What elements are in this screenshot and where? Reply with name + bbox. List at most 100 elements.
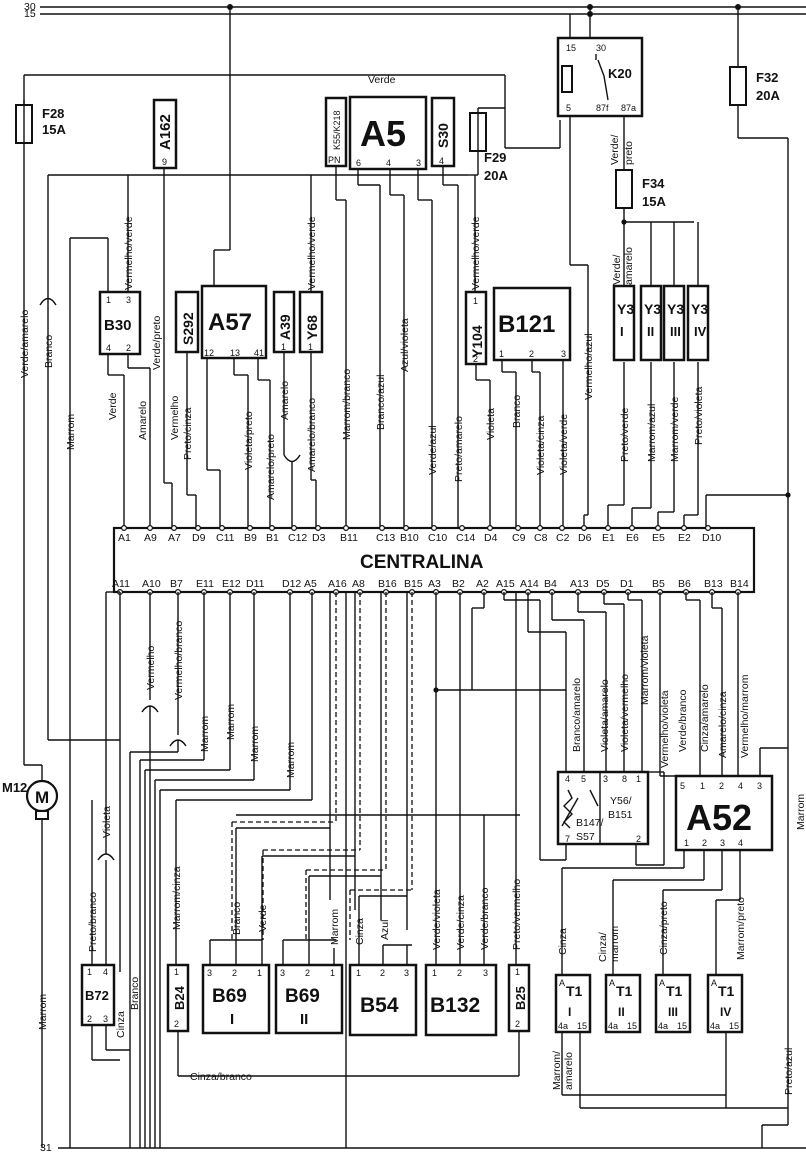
ecu-pin-D3 — [315, 524, 322, 531]
svg-text:87a: 87a — [621, 103, 636, 113]
ecu-pin-E5 — [654, 524, 661, 531]
svg-text:Violeta/amarelo: Violeta/amarelo — [599, 679, 611, 752]
svg-text:2: 2 — [174, 1019, 179, 1029]
ecu-pin-label-B9: B9 — [244, 532, 257, 544]
relay-k20: K20 15 30 5 87f 87a — [556, 36, 644, 118]
svg-text:Preto/azul: Preto/azul — [783, 1048, 795, 1095]
svg-text:Verde/: Verde/ — [609, 135, 621, 165]
svg-text:Marrom: Marrom — [329, 909, 341, 945]
svg-text:3: 3 — [561, 349, 566, 359]
svg-text:3: 3 — [603, 774, 608, 784]
ecu-pin-A7 — [171, 524, 178, 531]
coil-t1-I — [554, 973, 592, 1034]
ecu-pin-C8 — [536, 524, 543, 531]
fuse-f32: F32 20A — [729, 66, 780, 106]
component-a5: A5 6 4 3 — [348, 95, 428, 171]
svg-text:marrom: marrom — [609, 926, 621, 962]
svg-text:1: 1 — [432, 968, 437, 978]
svg-text:4: 4 — [106, 343, 111, 353]
svg-text:Marrom: Marrom — [285, 742, 297, 778]
svg-text:Vermelho: Vermelho — [145, 645, 157, 690]
ecu-pin-E6 — [628, 524, 635, 531]
ecu-pin-C13 — [379, 524, 386, 531]
svg-text:Verde/preto: Verde/preto — [151, 316, 163, 370]
motor-m12: M M12 Marrom — [2, 764, 59, 1148]
svg-text:1: 1 — [308, 342, 313, 352]
coil-pin-b-II: 4a — [608, 1021, 618, 1031]
injector-label-III: Y3 — [667, 301, 684, 317]
svg-text:13: 13 — [230, 348, 240, 358]
sensor-b25: B25 1 2 — [507, 963, 531, 1033]
svg-text:1: 1 — [281, 342, 286, 352]
svg-text:1: 1 — [356, 968, 361, 978]
svg-text:Cinza: Cinza — [354, 918, 366, 945]
svg-text:2: 2 — [702, 838, 707, 848]
svg-text:4: 4 — [386, 158, 391, 168]
ecu-pin-C14 — [459, 524, 466, 531]
svg-text:B30: B30 — [104, 317, 132, 334]
ecu-pin-label-D10: D10 — [702, 532, 721, 544]
coil-pin-a-III: A — [659, 978, 665, 988]
svg-text:Verde/branco: Verde/branco — [677, 689, 689, 752]
switch-s292: S292 — [174, 290, 200, 354]
ecu-pin-label-C11: C11 — [216, 532, 235, 544]
coil-pin-b-I: 4a — [558, 1021, 568, 1031]
ecu-pin-label-B1: B1 — [266, 532, 279, 544]
svg-text:7: 7 — [565, 834, 570, 844]
injector-num-II: II — [647, 324, 654, 339]
ecu-pin-label-D3: D3 — [312, 532, 326, 544]
ecu-pin-label-E2: E2 — [678, 532, 691, 544]
svg-text:amarelo: amarelo — [623, 247, 635, 285]
ecu-pin-label-D5: D5 — [596, 578, 610, 590]
svg-text:Marrom/cinza: Marrom/cinza — [171, 866, 183, 930]
svg-text:Azul: Azul — [379, 920, 391, 940]
component-a39: A39 1 — [272, 290, 296, 354]
relay-k55-k218: K55/K218 PN — [324, 96, 348, 168]
svg-text:Verde/branco: Verde/branco — [479, 887, 491, 950]
svg-text:Marrom/azul: Marrom/azul — [646, 404, 658, 462]
ecu-pin-D6 — [580, 524, 587, 531]
svg-text:II: II — [300, 1011, 308, 1028]
coil-num-III: III — [668, 1005, 678, 1019]
svg-text:Vermelho/verde: Vermelho/verde — [123, 216, 135, 290]
svg-text:A39: A39 — [277, 314, 293, 340]
svg-text:Violeta/preto: Violeta/preto — [243, 411, 255, 470]
svg-text:1: 1 — [174, 967, 179, 977]
ecu-pin-label-B16: B16 — [378, 578, 397, 590]
svg-text:Vermelho/verde: Vermelho/verde — [306, 216, 318, 290]
coil-t1-IV — [706, 973, 744, 1034]
svg-text:Preto/amarelo: Preto/amarelo — [453, 416, 465, 482]
coil-pin-c-IV: 15 — [729, 1021, 739, 1031]
ecu-pin-label-A11: A11 — [112, 578, 130, 590]
svg-text:3: 3 — [103, 1014, 108, 1024]
svg-text:A162: A162 — [157, 114, 174, 150]
svg-text:3: 3 — [757, 781, 762, 791]
module-a52: A52 5 1 2 4 3 1 2 3 4 — [674, 774, 774, 852]
svg-text:87f: 87f — [596, 103, 609, 113]
svg-text:A52: A52 — [686, 797, 752, 838]
ecu-pin-label-A10: A10 — [142, 578, 161, 590]
svg-text:A5: A5 — [360, 113, 406, 154]
svg-text:preto: preto — [623, 141, 635, 165]
svg-text:15: 15 — [24, 8, 36, 20]
svg-text:2: 2 — [126, 343, 131, 353]
svg-text:30: 30 — [596, 43, 606, 53]
ecu-pin-label-C13: C13 — [376, 532, 395, 544]
svg-text:6: 6 — [356, 158, 361, 168]
coil-num-I: I — [568, 1005, 571, 1019]
svg-text:Cinza/: Cinza/ — [597, 932, 609, 962]
ecu-pin-B11 — [343, 524, 350, 531]
svg-text:Preto/violeta: Preto/violeta — [693, 386, 705, 445]
svg-text:Marrom/preto: Marrom/preto — [735, 897, 747, 960]
svg-text:Vermelho/violeta: Vermelho/violeta — [659, 690, 671, 768]
svg-text:F28: F28 — [42, 106, 64, 121]
svg-text:2: 2 — [529, 349, 534, 359]
ecu-pin-label-B14: B14 — [730, 578, 749, 590]
ecu-pin-label-C8: C8 — [534, 532, 548, 544]
coil-label-IV: T1 — [718, 983, 735, 999]
svg-text:4: 4 — [738, 838, 743, 848]
coil-num-II: II — [618, 1005, 625, 1019]
ecu-pin-label-E6: E6 — [626, 532, 639, 544]
